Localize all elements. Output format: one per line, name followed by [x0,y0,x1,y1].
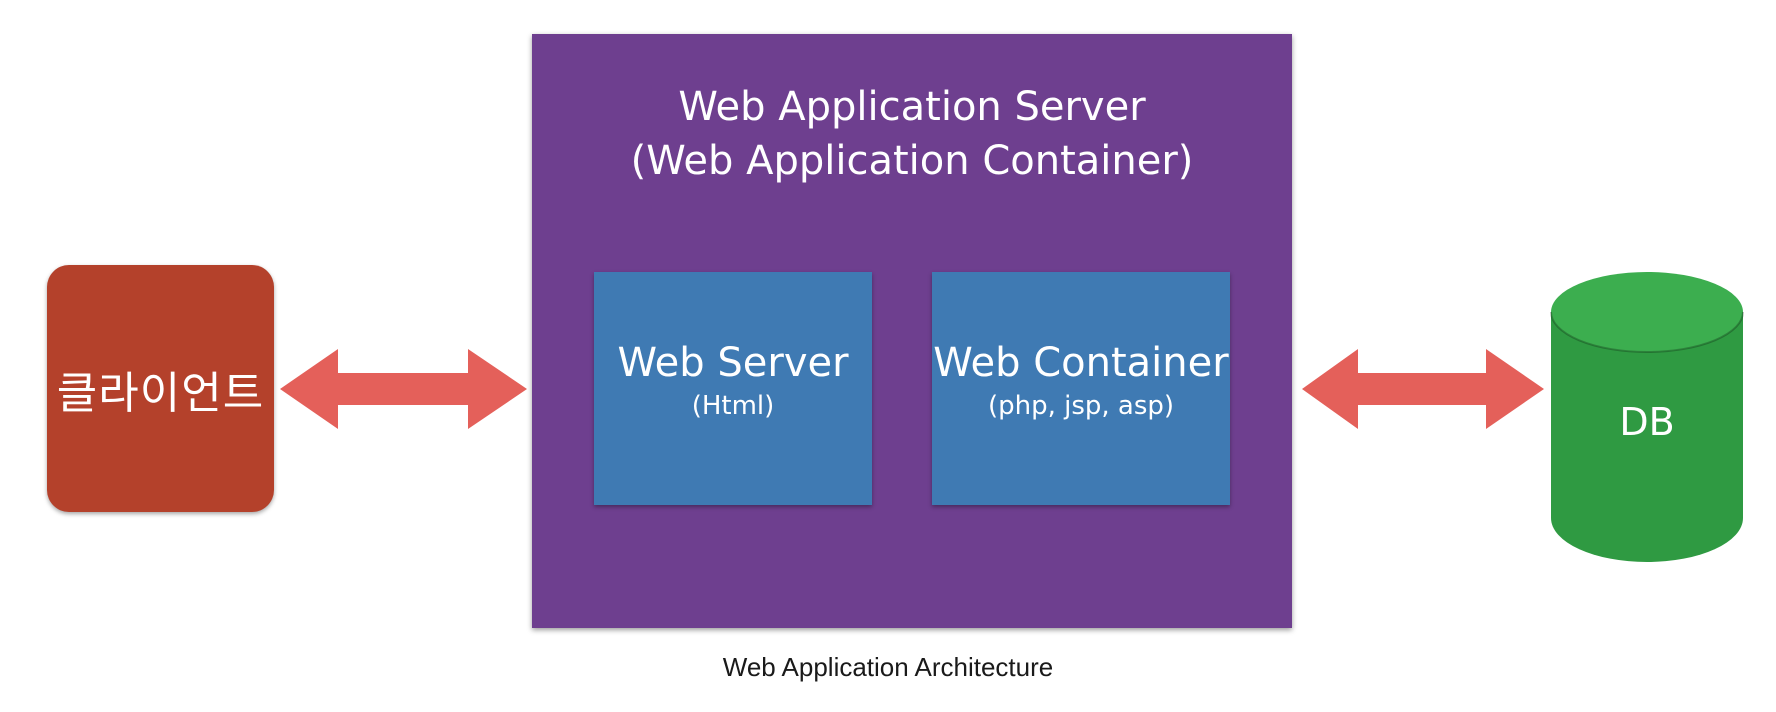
was-title-line2: (Web Application Container) [630,138,1194,184]
was-title: Web Application Server (Web Application … [532,80,1292,188]
web-container-title: Web Container [933,339,1229,386]
db-cylinder [1550,272,1744,562]
web-server-title: Web Server [617,339,849,386]
db-label: DB [1619,400,1675,444]
was-title-line1: Web Application Server [678,84,1146,130]
client-label: 클라이언트 [56,367,265,419]
web-container-node: Web Container (php, jsp, asp) [932,272,1230,505]
client-node: 클라이언트 [47,265,274,512]
db-cylinder-rim [1550,311,1744,353]
diagram-caption: Web Application Architecture [722,652,1054,682]
web-container-subtitle: (php, jsp, asp) [987,390,1175,421]
db-cylinder-body [1551,312,1743,562]
web-server-node: Web Server (Html) [594,272,872,505]
client-was-arrow [280,349,527,429]
db-cylinder-top [1551,272,1743,352]
db-label-wrap: DB [1551,400,1743,444]
web-server-subtitle: (Html) [691,390,775,421]
was-db-arrow [1302,349,1544,429]
